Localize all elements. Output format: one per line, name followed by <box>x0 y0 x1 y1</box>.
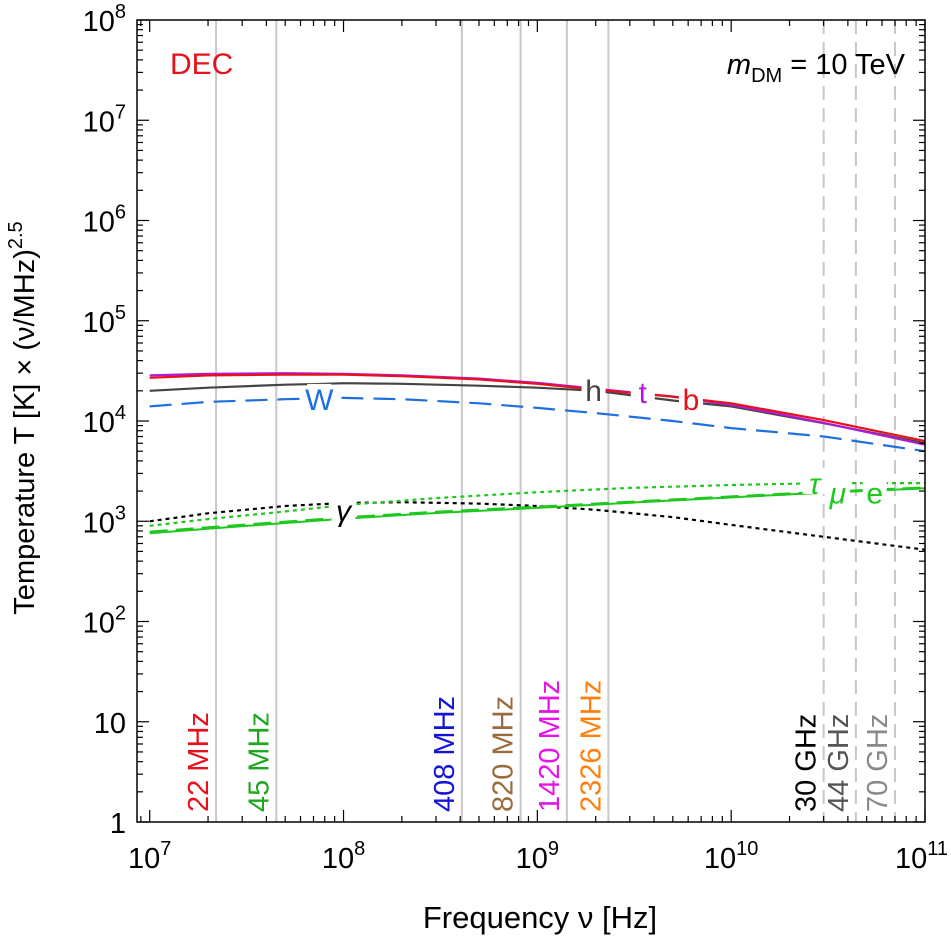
y-tick-base: 10 <box>83 207 115 239</box>
y-tick-exp: 6 <box>115 202 126 224</box>
series-label-bg <box>862 477 887 504</box>
series-label-s4: γ <box>336 495 353 528</box>
y-tick-label: 1 <box>110 808 126 840</box>
x-tick-base: 10 <box>704 843 736 875</box>
series-label-bg <box>825 477 850 504</box>
x-tick-base: 10 <box>128 843 160 875</box>
series-label-bg <box>331 495 356 522</box>
freq-label-22-mhz: 22 MHz <box>183 712 215 812</box>
freq-label-820-mhz: 820 MHz <box>488 696 520 812</box>
x-tick-exp: 11 <box>927 838 948 860</box>
x-tick-base: 10 <box>895 843 927 875</box>
series-label-b: b <box>683 384 700 417</box>
y-tick-label: 102 <box>83 603 126 640</box>
y-tick-base: 10 <box>83 407 115 439</box>
frequency-labels: 22 MHz 45 MHz 408 MHz 820 MHz 1420 MHz 2326 M… <box>183 680 894 812</box>
annotation-dec: DEC <box>170 48 233 81</box>
y-axis-label-main: Temperature T [K] × (ν/MHz) <box>9 249 41 615</box>
series-line-b <box>149 373 926 443</box>
series-label-bg <box>581 375 606 402</box>
x-tick-label: 1011 <box>895 838 948 875</box>
y-axis-label: Temperature T [K] × (ν/MHz)2.5 <box>5 221 41 614</box>
annotation-dm-mass: mDM = 10 TeV <box>727 49 906 87</box>
series-label-s5: τ <box>809 468 822 501</box>
y-tick-exp: 5 <box>115 302 126 324</box>
x-tick-base: 10 <box>322 843 354 875</box>
series-label-s6: μ <box>829 478 846 511</box>
freq-label-45-mhz: 45 MHz <box>243 712 275 812</box>
series-label-h: h <box>585 375 602 408</box>
y-tick-label: 105 <box>83 302 126 339</box>
series-label-bg <box>802 467 827 494</box>
series-line-s4 <box>149 501 926 551</box>
x-tick-exp: 10 <box>736 838 758 860</box>
y-tick-label: 10 <box>94 708 126 740</box>
y-tick-exp: 8 <box>115 1 126 23</box>
series-line-h <box>149 382 926 445</box>
series-line-s5 <box>149 482 925 527</box>
series-label-w: W <box>305 384 334 417</box>
series-label-t: t <box>639 377 648 410</box>
freq-label-30-ghz: 30 GHz <box>791 714 823 812</box>
y-tick-exp: 4 <box>115 402 126 424</box>
x-tick-exp: 8 <box>354 838 365 860</box>
mass-value: = 10 TeV <box>782 49 905 81</box>
series-line-w <box>149 396 926 453</box>
series-label-e: e <box>866 478 883 511</box>
y-tick-label: 107 <box>83 101 126 138</box>
freq-label-1420-mhz: 1420 MHz <box>534 680 566 812</box>
series-label-bg <box>678 383 703 410</box>
y-tick-base: 10 <box>83 106 115 138</box>
x-tick-label: 109 <box>516 838 559 875</box>
y-tick-base: 10 <box>83 6 115 38</box>
y-tick-base: 10 <box>94 708 126 740</box>
series-label-bg <box>307 383 332 410</box>
freq-label-44-ghz: 44 GHz <box>823 714 855 812</box>
y-tick-base: 10 <box>83 307 115 339</box>
y-tick-label: 106 <box>83 202 126 239</box>
series-line-e <box>149 487 926 535</box>
y-tick-label: 103 <box>83 502 126 539</box>
y-tick-exp: 3 <box>115 502 126 524</box>
x-tick-exp: 7 <box>160 838 171 860</box>
y-tick-exp: 2 <box>115 603 126 625</box>
x-axis-label: Frequency ν [Hz] <box>423 900 657 935</box>
y-tick-label: 108 <box>83 1 126 38</box>
y-axis-label-exponent: 2.5 <box>5 221 27 249</box>
y-tick-exp: 7 <box>115 101 126 123</box>
y-tick-base: 1 <box>110 808 126 840</box>
x-tick-label: 1010 <box>704 838 759 875</box>
x-tick-label: 107 <box>128 838 171 875</box>
y-tick-label: 104 <box>83 402 126 439</box>
freq-label-70-ghz: 70 GHz <box>862 714 894 812</box>
freq-label-408-mhz: 408 MHz <box>429 696 461 812</box>
x-tick-label: 108 <box>322 838 365 875</box>
x-tick-exp: 9 <box>548 838 559 860</box>
mass-symbol: m <box>727 49 751 81</box>
data-series <box>149 372 926 551</box>
series-label-bg <box>630 376 655 403</box>
freq-label-2326-mhz: 2326 MHz <box>575 680 607 812</box>
x-tick-base: 10 <box>516 843 548 875</box>
y-tick-base: 10 <box>83 507 115 539</box>
frequency-lines <box>215 20 896 822</box>
axis-ticks <box>137 19 926 823</box>
mass-subscript: DM <box>751 65 782 87</box>
y-tick-base: 10 <box>83 608 115 640</box>
